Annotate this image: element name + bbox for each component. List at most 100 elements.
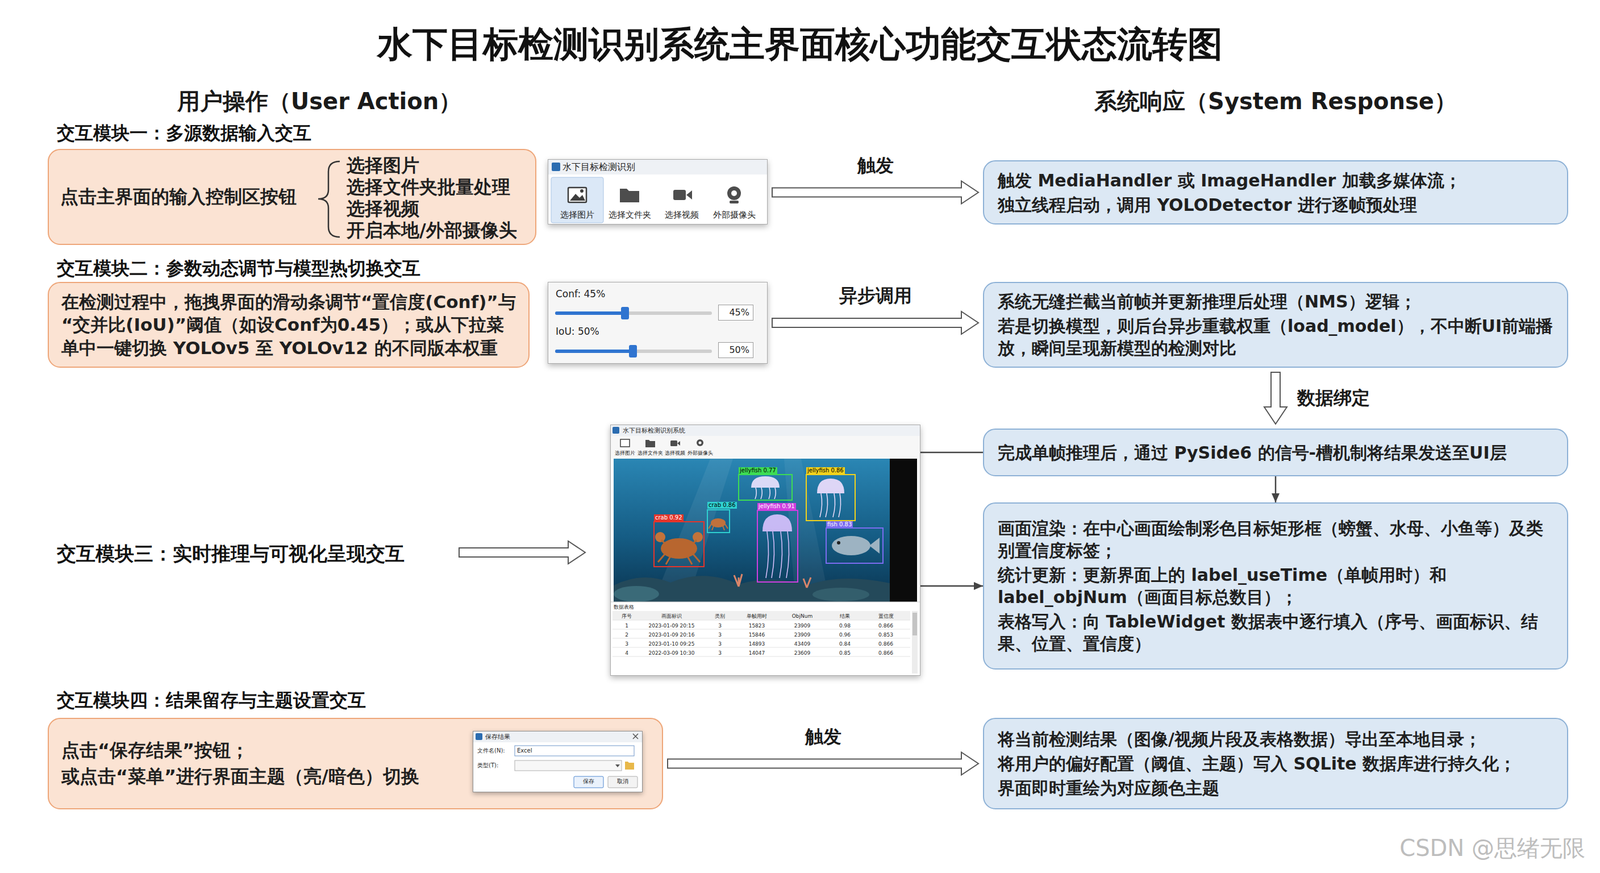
block-arrow [772,181,979,204]
section-heading: 交互模块一：多源数据输入交互 [56,121,569,146]
arrowhead [973,581,983,590]
connector [920,452,983,453]
block-arrow [1264,372,1287,424]
save-dialog [615,764,620,768]
ui-label: crab 0.86 [707,501,737,509]
response-box: 系统无缝拦截当前帧并更新推理后处理（NMS）逻辑；若是切换模型，则后台异步重载权… [982,281,1569,368]
ui-label: 保存 [573,777,604,786]
ui-label: jellyfish 0.77 [738,467,778,474]
ui-label: 23909 [780,622,824,629]
connector [1271,476,1280,503]
slider-screenshot [556,311,711,315]
action-box: 在检测过程中，拖拽界面的滑动条调节“置信度(Conf)”与“交并比(IoU)”阈… [47,281,530,368]
save-dialog [625,761,635,770]
ui-label: 水下目标检测识别 [562,161,733,173]
app-screenshot [696,439,704,447]
ui-label: 选择文件夹 [603,209,656,221]
app-screenshot [613,575,890,602]
connector [1264,372,1287,424]
ui-label: 类别 [706,612,733,620]
ui-label: 序号 [617,612,637,620]
ui-label: 23609 [780,649,824,657]
response-text: 将当前检测结果（图像/视频片段及表格数据）导出至本地目录； [997,727,1554,750]
action-box-fill [47,148,537,245]
response-text: 独立线程启动，调用 YOLODetector 进行逐帧预处理 [997,193,1554,216]
ui-label: 23909 [780,631,824,639]
ui-label: 2023-01-09 20:15 [638,622,705,629]
action-text: 点击主界面的输入控制区按钮 [60,184,328,209]
ui-label: 50% [718,342,754,358]
ui-label: 14893 [735,640,779,648]
ui-label: 保存结果 [485,732,554,741]
app-screenshot [698,441,702,445]
ui-label: 43409 [780,640,824,648]
response-box: 触发 MediaHandler 或 ImageHandler 加载多媒体流；独立… [982,160,1569,225]
block-arrow [459,540,586,564]
ui-label: crab 0.92 [653,514,684,522]
app-screenshot [831,535,871,556]
connector-line [920,585,983,587]
ui-label: IoU: 50% [555,325,698,338]
action-text: 开启本地/外部摄像头 [346,219,530,241]
app-screenshot [762,514,793,532]
app-screenshot [708,523,728,531]
app-screenshot [660,538,698,559]
response-text: 统计更新：更新界面上的 label_useTime（单帧用时）和 label_o… [997,563,1554,608]
app-screenshot [751,476,780,488]
ui-label: 2023-01-09 20:16 [638,631,705,639]
section-heading: 交互模块二：参数动态调节与模型热切换交互 [56,256,569,281]
slider-screenshot: Conf: 45%45%IoU: 50%50% [547,281,768,364]
toolbar-screenshot [551,162,561,172]
action-text: 选择图片 [346,154,530,177]
ui-label: 选择视频 [662,450,688,457]
app-screenshot [734,573,811,588]
response-text: 界面即时重绘为对应颜色主题 [997,776,1554,799]
app-screenshot [707,509,730,533]
response-text: 系统无缝拦截当前帧并更新推理后处理（NMS）逻辑； [997,290,1554,313]
ui-label: 1 [617,622,637,629]
block-arrow [772,311,979,335]
ui-label: 0.84 [826,640,864,648]
ui-label: 4 [617,649,637,657]
ui-label: 水下目标检测识别系统 [622,426,794,435]
connector [772,181,979,204]
response-box: 画面渲染：在中心画面绘制彩色目标矩形框（螃蟹、水母、小鱼等）及类别置信度标签；统… [982,502,1569,670]
ui-label: jellyfish 0.91 [757,502,797,510]
toolbar-screenshot [731,190,737,197]
toolbar-screenshot [547,159,768,225]
connector-line [920,451,983,454]
slider-screenshot [556,311,625,315]
ui-label: 0.853 [865,631,906,639]
ui-label: 单帧用时 [735,612,779,620]
action-box-fill [47,148,664,810]
action-box: 点击“保存结果”按钮；或点击“菜单”进行界面主题（亮/暗色）切换保存结果文件名(… [47,717,664,810]
ui-label: 0.96 [826,631,864,639]
ui-label: 结果 [826,612,864,620]
toolbar-screenshot: 水下目标检测识别选择图片选择文件夹选择视频外部摄像头 [547,159,768,225]
response-text: 将用户的偏好配置（阈值、主题）写入 SQLite 数据库进行持久化； [997,752,1554,775]
app-screenshot [610,424,921,436]
brace [318,161,340,237]
ui-label: Excel [517,746,574,755]
ui-label: fish 0.83 [826,521,853,528]
ui-label: 3 [706,631,733,639]
app-screenshot [765,531,790,578]
ui-label: 3 [706,649,733,657]
save-dialog [632,733,639,739]
action-text: 在检测过程中，拖拽界面的滑动条调节“置信度(Conf)”与“交并比(IoU)”阈… [61,290,516,360]
ui-label: 选择文件夹 [637,450,663,457]
app-screenshot [645,439,656,448]
ui-label: 选择图片 [612,450,638,457]
response-box: 完成单帧推理后，通过 PySide6 的信号-槽机制将结果发送至UI层 [982,428,1569,477]
ui-label: 3 [706,640,733,648]
save-dialog [472,730,643,793]
save-dialog [573,776,604,788]
ui-label: 2023-01-10 09:25 [638,640,705,648]
app-screenshot [738,474,793,500]
app-screenshot [912,612,918,636]
app-screenshot [819,493,841,518]
connector-label: 触发 [802,725,844,749]
app-screenshot [653,521,704,567]
response-text: 完成单帧推理后，通过 PySide6 的信号-槽机制将结果发送至UI层 [997,441,1554,464]
